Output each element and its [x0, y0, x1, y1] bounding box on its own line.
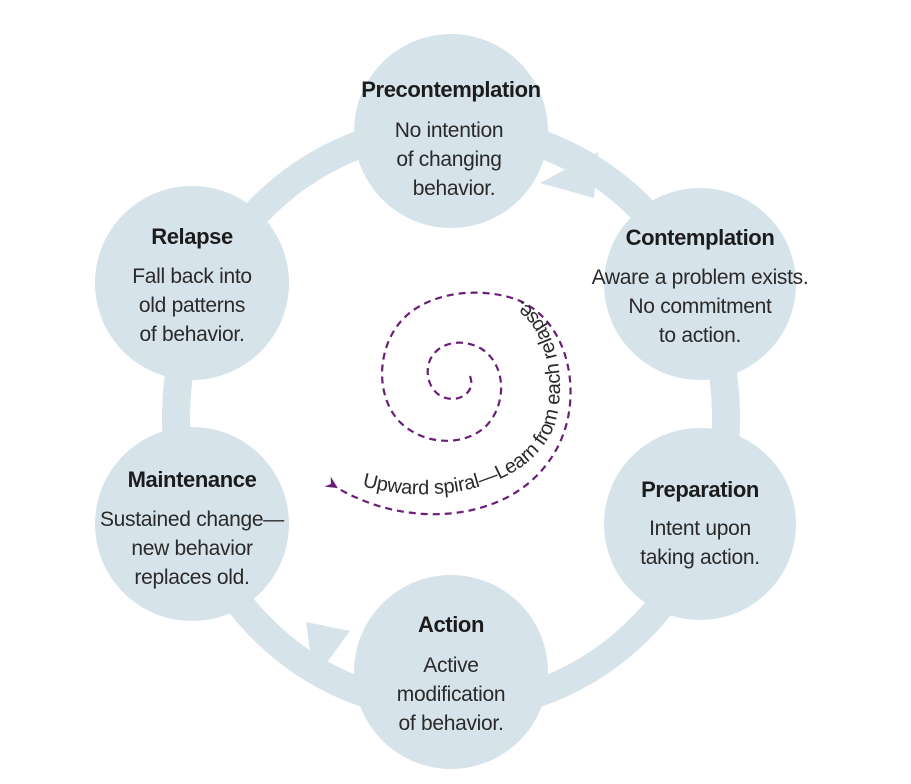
stage-contemplation: Contemplation Aware a problem exists. No… — [592, 225, 809, 347]
arrow-right-icon — [540, 152, 598, 198]
circle-preparation — [604, 428, 796, 620]
stage-title: Precontemplation — [361, 77, 540, 102]
spiral-caption: Upward spiral—Learn from each relapse. — [361, 296, 565, 499]
stage-title: Contemplation — [626, 225, 775, 250]
circle-contemplation — [604, 188, 796, 380]
stage-action: Action Active modification of behavior. — [397, 612, 506, 735]
stage-description-line: behavior. — [413, 177, 496, 200]
stage-description-line: taking action. — [640, 546, 760, 569]
stage-description-line: replaces old. — [134, 566, 249, 589]
stage-description-line: to action. — [659, 324, 741, 347]
cycle-arrows — [306, 152, 598, 680]
stage-description-line: modification — [397, 683, 505, 706]
stage-circles — [95, 34, 796, 769]
spiral-line — [324, 291, 572, 516]
stage-precontemplation: Precontemplation No intention of changin… — [361, 77, 541, 200]
upward-spiral: Upward spiral—Learn from each relapse. — [324, 291, 572, 516]
stage-relapse: Relapse Fall back into old patterns of b… — [132, 224, 252, 346]
arrow-left-icon — [306, 622, 350, 680]
stage-maintenance: Maintenance Sustained change— new behavi… — [100, 467, 285, 589]
stage-title: Relapse — [151, 224, 233, 249]
stage-description-line: Sustained change— — [100, 508, 284, 531]
circle-precontemplation — [354, 34, 548, 228]
stage-description-line: Aware a problem exists. — [592, 266, 809, 289]
stage-title: Maintenance — [128, 467, 257, 492]
stage-description-line: of changing — [396, 148, 501, 171]
stage-description-line: No intention — [395, 119, 503, 142]
spiral-caption-path: Upward spiral—Learn from each relapse. — [361, 296, 565, 499]
stage-description-line: of behavior. — [140, 323, 245, 346]
circle-maintenance — [95, 427, 289, 621]
stage-title: Action — [418, 612, 484, 637]
stage-description-line: old patterns — [139, 294, 245, 317]
circle-relapse — [95, 186, 289, 380]
stage-preparation: Preparation Intent upon taking action. — [640, 477, 760, 569]
circle-action — [354, 575, 548, 769]
stage-description-line: No commitment — [628, 295, 772, 318]
stage-description-line: Fall back into — [132, 265, 252, 288]
stage-title: Preparation — [641, 477, 759, 502]
stage-description-line: new behavior — [131, 537, 253, 560]
stage-description-line: of behavior. — [399, 712, 504, 735]
stage-description-line: Intent upon — [649, 517, 751, 540]
stage-description-line: Active — [423, 654, 478, 677]
